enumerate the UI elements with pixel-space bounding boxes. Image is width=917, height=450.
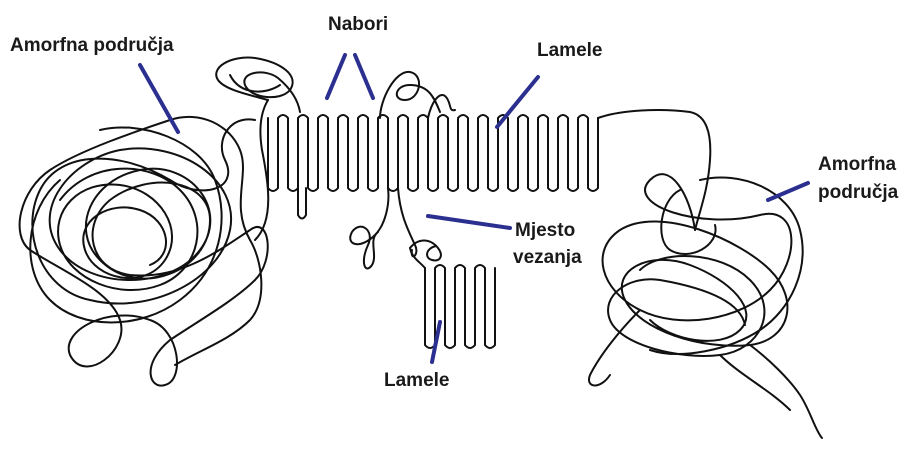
tie-chain-right bbox=[598, 110, 710, 230]
pointer-folds-left bbox=[327, 55, 345, 98]
tie-chain-bundle bbox=[350, 188, 416, 268]
pointer-amorphous-left bbox=[140, 65, 178, 132]
pointer-folds-right bbox=[355, 55, 373, 98]
amorphous-region-right bbox=[589, 174, 822, 438]
label-lamellae-top: Lamele bbox=[537, 40, 602, 61]
pointer-binding-site bbox=[428, 216, 510, 228]
pointer-amorphous-right bbox=[768, 183, 808, 200]
label-binding-site-line1: Mjesto bbox=[515, 220, 575, 241]
label-binding-site-line2: vezanja bbox=[513, 247, 582, 268]
chain-knot-top-left bbox=[216, 58, 300, 112]
label-amorphous-right-line1: Amorfna bbox=[818, 154, 897, 175]
label-folds: Nabori bbox=[328, 14, 388, 35]
amorphous-region-left bbox=[20, 100, 269, 386]
lamellae-lower bbox=[410, 241, 495, 349]
label-amorphous-right-line2: područja bbox=[818, 182, 899, 203]
label-amorphous-left: Amorfna područja bbox=[10, 35, 174, 56]
lamellae-main bbox=[268, 72, 598, 219]
label-lamellae-bottom: Lamele bbox=[384, 370, 449, 391]
